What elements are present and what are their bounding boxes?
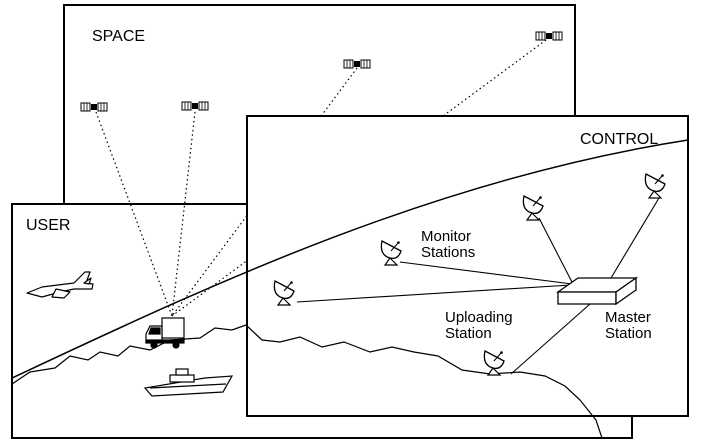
ship-icon — [143, 368, 234, 397]
truck-icon — [145, 317, 185, 349]
uploading-label-line2: Station — [445, 325, 492, 342]
space-segment: SPACE — [63, 4, 576, 204]
space-label: SPACE — [92, 28, 145, 45]
master-label-line1: Master — [605, 309, 651, 326]
master-station-icon — [555, 276, 639, 306]
user-label: USER — [26, 217, 70, 234]
horizon-curve — [11, 139, 689, 379]
control-segment: CONTROL — [246, 115, 689, 417]
monitor-label-line1: Monitor — [421, 228, 471, 245]
satellite-icon — [535, 31, 563, 41]
satellite-icon — [80, 102, 108, 112]
satellite-icon — [343, 59, 371, 69]
coastline-control — [245, 324, 603, 439]
uploading-label-line1: Uploading — [445, 309, 513, 326]
master-label-line2: Station — [605, 325, 652, 342]
aircraft-icon — [26, 271, 94, 299]
signal-lines — [95, 39, 547, 317]
coastline-user — [11, 324, 247, 385]
control-label: CONTROL — [580, 131, 658, 148]
monitor-label-line2: Stations — [421, 244, 475, 261]
control-links — [296, 197, 660, 375]
satellite-icon — [181, 101, 209, 111]
